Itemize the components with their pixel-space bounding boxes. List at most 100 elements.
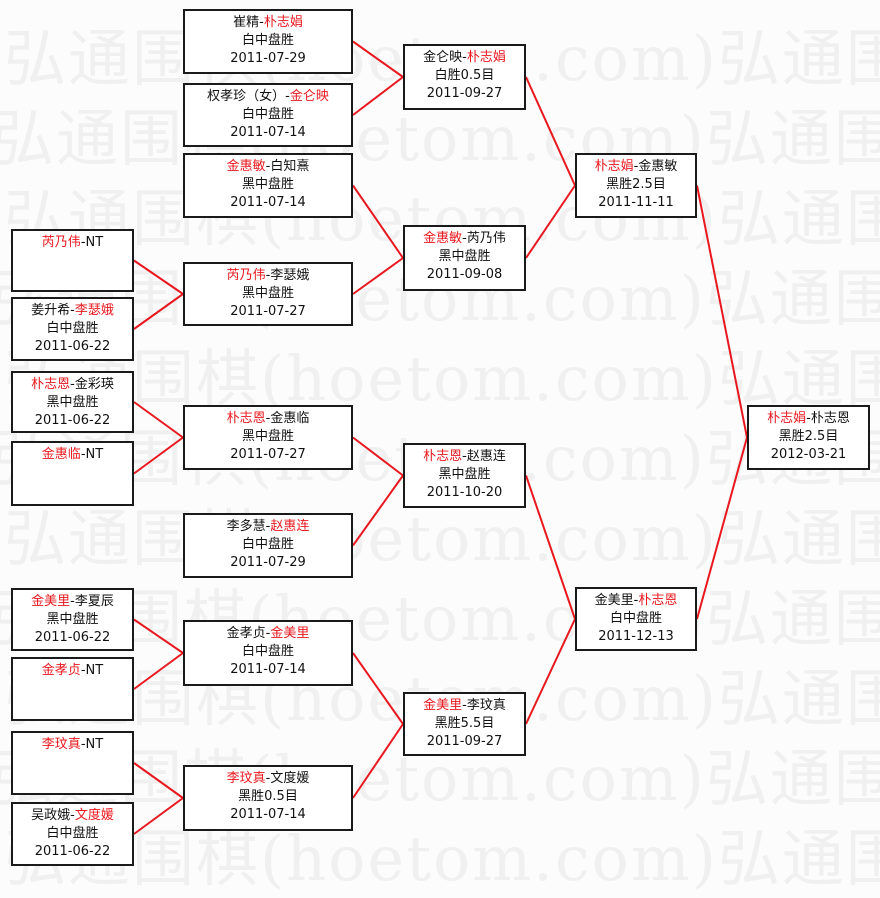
connector-line <box>133 293 184 330</box>
connector-line <box>696 437 748 620</box>
players-separator: - <box>633 593 639 608</box>
match-result: 白中盘胜 <box>46 826 99 841</box>
players-separator: - <box>80 663 86 678</box>
winner-name: 李玟真 <box>41 737 81 752</box>
loser-name: 李瑟娥 <box>270 268 310 283</box>
winner-name: 朴志恩 <box>226 411 266 426</box>
match-result: 白中盘胜 <box>241 33 294 48</box>
winner-name: 朴志娟 <box>263 15 303 30</box>
round-1-match: 金孝贞-NT <box>11 657 134 721</box>
winner-name: 金惠敏 <box>423 231 463 246</box>
loser-name: NT <box>85 235 104 250</box>
connector-line <box>352 257 404 295</box>
connector-line <box>352 474 404 547</box>
winner-name: 金惠临 <box>41 447 81 462</box>
match-date: 2011-07-14 <box>230 195 306 210</box>
loser-name: NT <box>85 737 104 752</box>
match-date: 2011-09-08 <box>426 267 503 282</box>
winner-name: 金美里 <box>31 594 71 609</box>
match-result: 白胜0.5目 <box>434 68 495 83</box>
players-separator: - <box>80 235 86 250</box>
winner-name: 芮乃伟 <box>41 235 81 250</box>
match-players: 金惠敏-芮乃伟 <box>405 230 524 248</box>
match-players: 芮乃伟-李瑟娥 <box>185 267 351 285</box>
players-separator: - <box>462 231 467 246</box>
connector-line <box>525 184 576 259</box>
match-players: 金仑映-朴志娟 <box>405 49 524 67</box>
winner-name: 李玟真 <box>226 771 266 786</box>
players-separator: - <box>80 737 86 752</box>
match-result: 白中盘胜 <box>241 644 294 659</box>
connector-line <box>133 797 184 835</box>
match-players: 芮乃伟-NT <box>13 234 132 252</box>
winner-name: 朴志恩 <box>423 449 463 464</box>
connector-line <box>525 618 576 725</box>
match-result: 白中盘胜 <box>46 321 99 336</box>
round-1-match: 李玟真-NT <box>11 731 134 795</box>
loser-name: 金彩瑛 <box>74 377 114 392</box>
winner-name: 朴志恩 <box>31 377 71 392</box>
players-separator: - <box>265 411 271 426</box>
winner-name: 文度媛 <box>74 808 114 823</box>
match-players: 吴政娥-文度媛 <box>13 807 132 825</box>
match-players: 朴志恩-金彩瑛 <box>13 376 132 394</box>
match-result: 黑中盘胜 <box>241 429 294 444</box>
match-date: 2011-10-20 <box>426 485 503 500</box>
loser-name: 朴志恩 <box>810 411 850 426</box>
match-players: 朴志恩-金惠临 <box>185 410 351 428</box>
connector-line <box>133 618 184 654</box>
match-date: 2011-12-13 <box>598 629 674 644</box>
connector-line <box>525 76 576 186</box>
players-separator: - <box>70 594 75 609</box>
match-players: 金惠敏-白知熹 <box>185 158 351 176</box>
players-separator: - <box>70 303 75 318</box>
winner-name: 金美里 <box>423 698 463 713</box>
loser-name: NT <box>85 447 104 462</box>
connector-line <box>133 652 184 690</box>
players-separator: - <box>265 771 271 786</box>
match-date: 2011-07-27 <box>230 447 306 462</box>
players-separator: - <box>265 159 271 174</box>
match-players: 金孝贞-金美里 <box>185 625 351 643</box>
match-result: 白中盘胜 <box>609 611 662 626</box>
match-result: 黑胜2.5目 <box>778 429 839 444</box>
match-date: 2011-06-22 <box>34 339 111 354</box>
match-date: 2011-06-22 <box>34 413 111 428</box>
match-players: 李多慧-赵惠连 <box>185 518 351 536</box>
players-separator: - <box>70 377 75 392</box>
winner-name: 朴志恩 <box>638 593 678 608</box>
match-date: 2011-07-14 <box>230 125 306 140</box>
players-separator: - <box>462 698 467 713</box>
round-1-match: 金惠临-NT <box>11 441 134 506</box>
match-result: 黑中盘胜 <box>46 395 99 410</box>
match-date: 2011-09-27 <box>426 734 503 749</box>
match-result: 黑中盘胜 <box>241 286 294 301</box>
players-separator: - <box>265 519 271 534</box>
players-separator: - <box>633 159 639 174</box>
match-date: 2011-06-22 <box>34 630 111 645</box>
connector-line <box>133 259 184 295</box>
match-players: 权孝珍（女）-金仑映 <box>185 88 351 106</box>
loser-name: 芮乃伟 <box>466 231 506 246</box>
loser-name: 崔精 <box>233 15 260 30</box>
match-players: 李玟真-文度媛 <box>185 770 351 788</box>
match-players: 金美里-李玟真 <box>405 697 524 715</box>
winner-name: 李瑟娥 <box>74 303 114 318</box>
loser-name: 金惠临 <box>270 411 310 426</box>
loser-name: 姜升希 <box>31 303 71 318</box>
loser-name: 文度媛 <box>270 771 310 786</box>
connector-line <box>696 185 748 438</box>
winner-name: 金美里 <box>270 626 310 641</box>
round-1-match: 姜升希-李瑟娥白中盘胜 2011-06-22 <box>11 297 134 361</box>
connector-line <box>133 436 184 475</box>
players-separator: - <box>462 449 467 464</box>
